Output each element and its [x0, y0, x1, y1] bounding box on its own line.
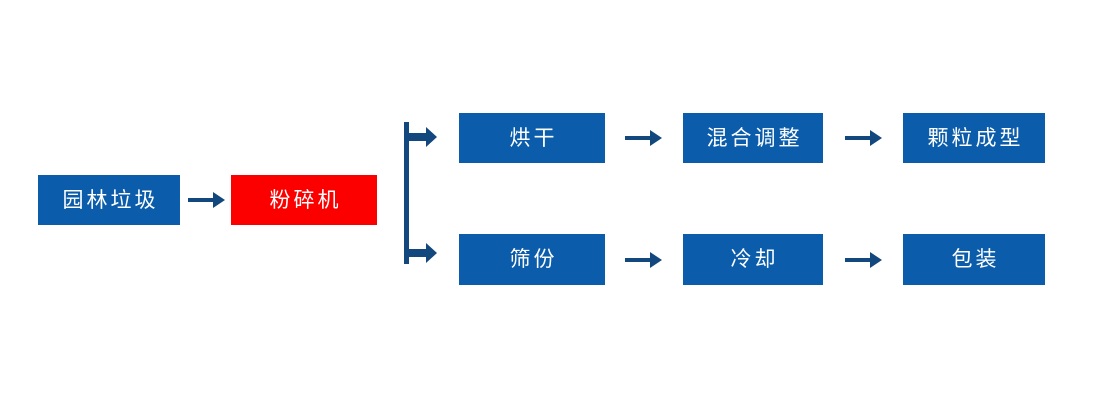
node-mixing-adjustment-label: 混合调整 [706, 125, 803, 150]
node-screening-label: 筛份 [509, 247, 558, 271]
node-garden-waste[interactable]: 园林垃圾 [38, 175, 180, 225]
node-drying[interactable]: 烘干 [459, 113, 605, 163]
node-crusher-label: 粉碎机 [269, 187, 342, 212]
node-screening[interactable]: 筛份 [459, 234, 605, 285]
node-garden-waste-label: 园林垃圾 [62, 187, 159, 212]
arrow-right-icon-cooling-to-packaging [845, 248, 883, 272]
node-crusher[interactable]: 粉碎机 [231, 175, 377, 225]
arrow-right-icon-mixing-to-granule [845, 126, 883, 150]
branch-split-icon [402, 120, 438, 266]
node-granule-forming-label: 颗粒成型 [927, 125, 1024, 150]
node-mixing-adjustment[interactable]: 混合调整 [683, 113, 823, 163]
arrow-right-icon-drying-to-mixing [625, 126, 663, 150]
node-drying-label: 烘干 [509, 125, 558, 150]
arrow-right-icon-waste-to-crusher [188, 188, 226, 212]
node-packaging-label: 包装 [951, 247, 1000, 271]
node-granule-forming[interactable]: 颗粒成型 [903, 113, 1045, 163]
node-cooling[interactable]: 冷却 [683, 234, 823, 285]
node-cooling-label: 冷却 [730, 247, 779, 271]
node-packaging[interactable]: 包装 [903, 234, 1045, 285]
arrow-right-icon-screening-to-cooling [625, 248, 663, 272]
